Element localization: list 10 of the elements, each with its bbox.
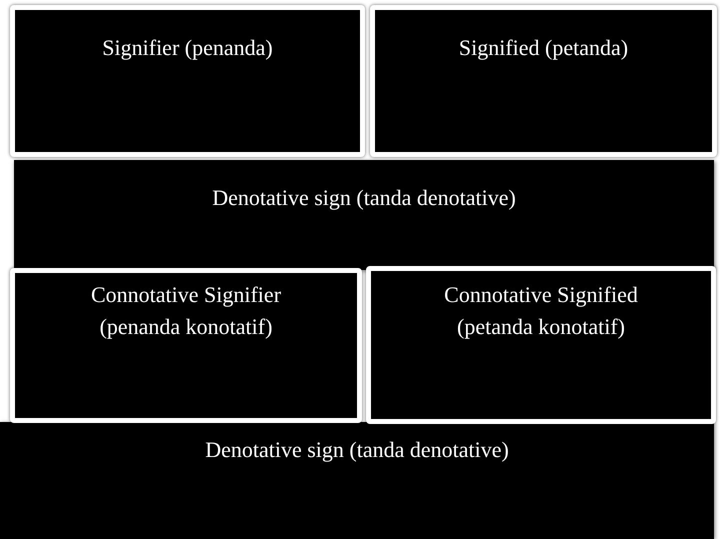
box-label: Connotative Signifier (penanda konotatif) bbox=[90, 281, 282, 341]
box-label: Connotative Signified (petanda konotatif) bbox=[443, 281, 639, 341]
sign-box bbox=[10, 268, 362, 423]
box-label: Signified (petanda) bbox=[458, 34, 628, 62]
sign-box bbox=[366, 266, 716, 424]
sign-box bbox=[0, 422, 714, 539]
box-label: Denotative sign (tanda denotative) bbox=[212, 184, 516, 212]
box-label: Signifier (penanda) bbox=[102, 34, 273, 62]
sign-box bbox=[14, 160, 714, 270]
box-label: Denotative sign (tanda denotative) bbox=[205, 436, 509, 464]
